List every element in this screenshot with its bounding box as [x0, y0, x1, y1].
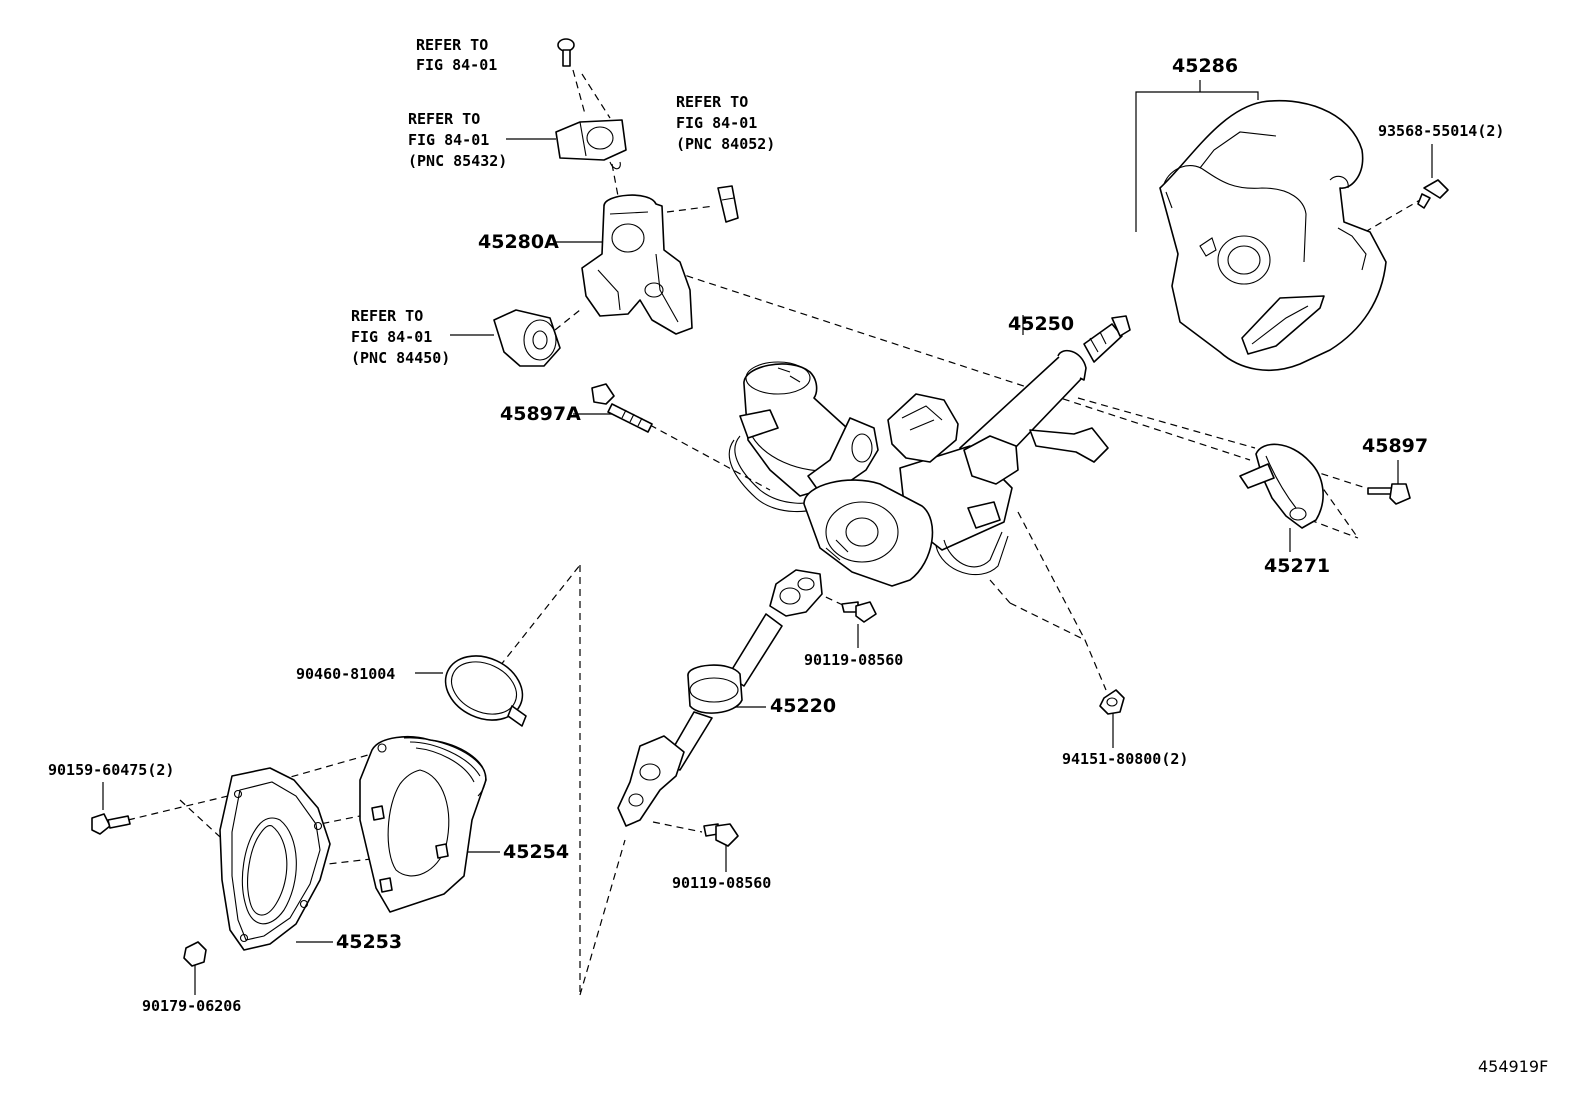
label-90159-60475: 90159-60475(2) — [48, 761, 174, 779]
figure-id: 454919F — [1478, 1057, 1548, 1076]
label-45250: 45250 — [1008, 313, 1074, 335]
screw-93568 — [1417, 179, 1449, 209]
callout-labels: REFER TO FIG 84-01 REFER TO FIG 84-01 (P… — [48, 36, 1548, 1076]
part-45280a — [581, 194, 693, 335]
part-45254-seal — [359, 736, 487, 913]
screw-top — [557, 38, 575, 67]
label-90179-06206: 90179-06206 — [142, 997, 241, 1015]
label-93568-55014: 93568-55014(2) — [1378, 122, 1504, 140]
label-refer-84450-1: REFER TO — [351, 307, 423, 325]
label-refer-85432-1: REFER TO — [408, 110, 480, 128]
label-90119-08560-a: 90119-08560 — [804, 651, 903, 669]
label-refer-84052-2: FIG 84-01 — [676, 114, 757, 132]
label-45286: 45286 — [1172, 55, 1238, 77]
part-45250-column — [728, 315, 1131, 587]
bolt-45897a — [591, 383, 653, 433]
label-refer-84052-3: (PNC 84052) — [676, 135, 775, 153]
clip-84052 — [717, 185, 739, 223]
label-94151-80800: 94151-80800(2) — [1062, 750, 1188, 768]
bracket-45286 — [1135, 91, 1259, 232]
nut-94151 — [1099, 689, 1125, 715]
label-refer-85432-3: (PNC 85432) — [408, 152, 507, 170]
label-45897a: 45897A — [500, 403, 581, 425]
switch-84450 — [493, 309, 561, 367]
label-45897: 45897 — [1362, 435, 1428, 457]
label-45220: 45220 — [770, 695, 836, 717]
label-90460-81004: 90460-81004 — [296, 665, 395, 683]
label-45254: 45254 — [503, 841, 569, 863]
label-refer-top-1: REFER TO — [416, 36, 488, 54]
label-45253: 45253 — [336, 931, 402, 953]
switch-85432 — [555, 119, 627, 170]
part-45220-shaft — [617, 569, 823, 827]
label-refer-84450-3: (PNC 84450) — [351, 349, 450, 367]
label-refer-85432-2: FIG 84-01 — [408, 131, 489, 149]
label-45280a: 45280A — [478, 231, 559, 253]
label-45271: 45271 — [1264, 555, 1330, 577]
bolt-90119-b — [703, 823, 739, 847]
label-refer-84052-1: REFER TO — [676, 93, 748, 111]
label-refer-84450-2: FIG 84-01 — [351, 328, 432, 346]
bolt-45897 — [1367, 483, 1411, 505]
nut-90179 — [183, 941, 207, 967]
part-45286-cover — [1159, 99, 1387, 371]
bolt-90119-a — [841, 601, 877, 623]
part-45253-plate — [219, 767, 331, 951]
part-90460-ring — [444, 655, 527, 727]
bolt-90159 — [91, 813, 131, 835]
part-45271 — [1239, 443, 1324, 529]
label-refer-top-2: FIG 84-01 — [416, 56, 497, 74]
assembly-dashed-lines — [127, 69, 1421, 996]
label-90119-08560-b: 90119-08560 — [672, 874, 771, 892]
